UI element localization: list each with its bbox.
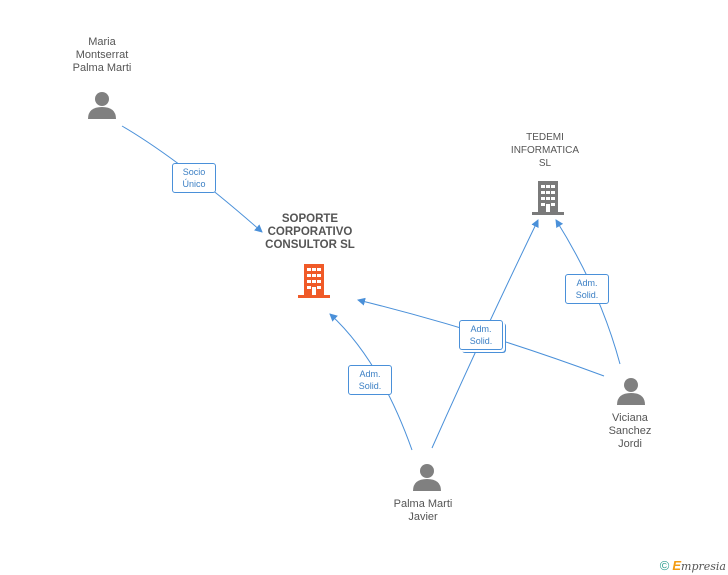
label-line: Viciana [612,412,648,424]
label-line: Palma Marti [72,62,132,74]
label-line: Adm. [576,278,598,288]
brand-e: E [672,558,682,573]
label-line: CONSULTOR SL [265,239,355,251]
building-icon-main[interactable] [298,264,330,298]
label-line: Jordi [618,438,642,450]
label-line: Adm. [470,324,492,334]
edge-label-adm-solid-stacked[interactable]: Adm. Solid. [459,320,503,350]
person-icon[interactable] [412,462,442,492]
copyright-icon: © [659,558,670,573]
person-icon[interactable] [616,376,646,406]
label-line: Adm. [359,369,381,379]
person-label-viciana[interactable]: Viciana Sanchez Jordi [585,412,675,451]
label-line: Maria [88,36,116,48]
label-line: SL [538,158,552,169]
label-line: Socio [182,167,206,177]
company-label-tedemi[interactable]: TEDEMI INFORMATICA SL [495,131,595,170]
label-line: SOPORTE [281,213,339,225]
person-label-maria[interactable]: Maria Montserrat Palma Marti [52,36,152,75]
label-line: Solid. [575,290,599,300]
brand-logo[interactable]: Empresia [672,558,726,573]
label-line: Sanchez [608,425,652,437]
company-label-soporte[interactable]: SOPORTE CORPORATIVO CONSULTOR SL [250,213,370,252]
label-line: Javier [408,511,438,523]
edge-label-socio-unico[interactable]: Socio Único [172,163,216,193]
empresia-footer: © Empresia [660,558,726,573]
person-icon[interactable] [87,90,117,120]
label-line: Solid. [469,336,493,346]
label-line: INFORMATICA [510,145,580,156]
person-label-palma[interactable]: Palma Marti Javier [378,498,468,524]
edge-label-adm-solid[interactable]: Adm. Solid. [565,274,609,304]
brand-rest: mpresia [681,560,726,573]
label-line: Solid. [358,381,382,391]
label-line: Único [182,179,206,189]
edge-label-adm-solid[interactable]: Adm. Solid. [348,365,392,395]
label-line: CORPORATIVO [267,226,353,238]
label-line: TEDEMI [526,132,564,143]
label-line: Montserrat [75,49,129,61]
building-icon[interactable] [532,181,564,215]
label-line: Palma Marti [393,498,453,510]
